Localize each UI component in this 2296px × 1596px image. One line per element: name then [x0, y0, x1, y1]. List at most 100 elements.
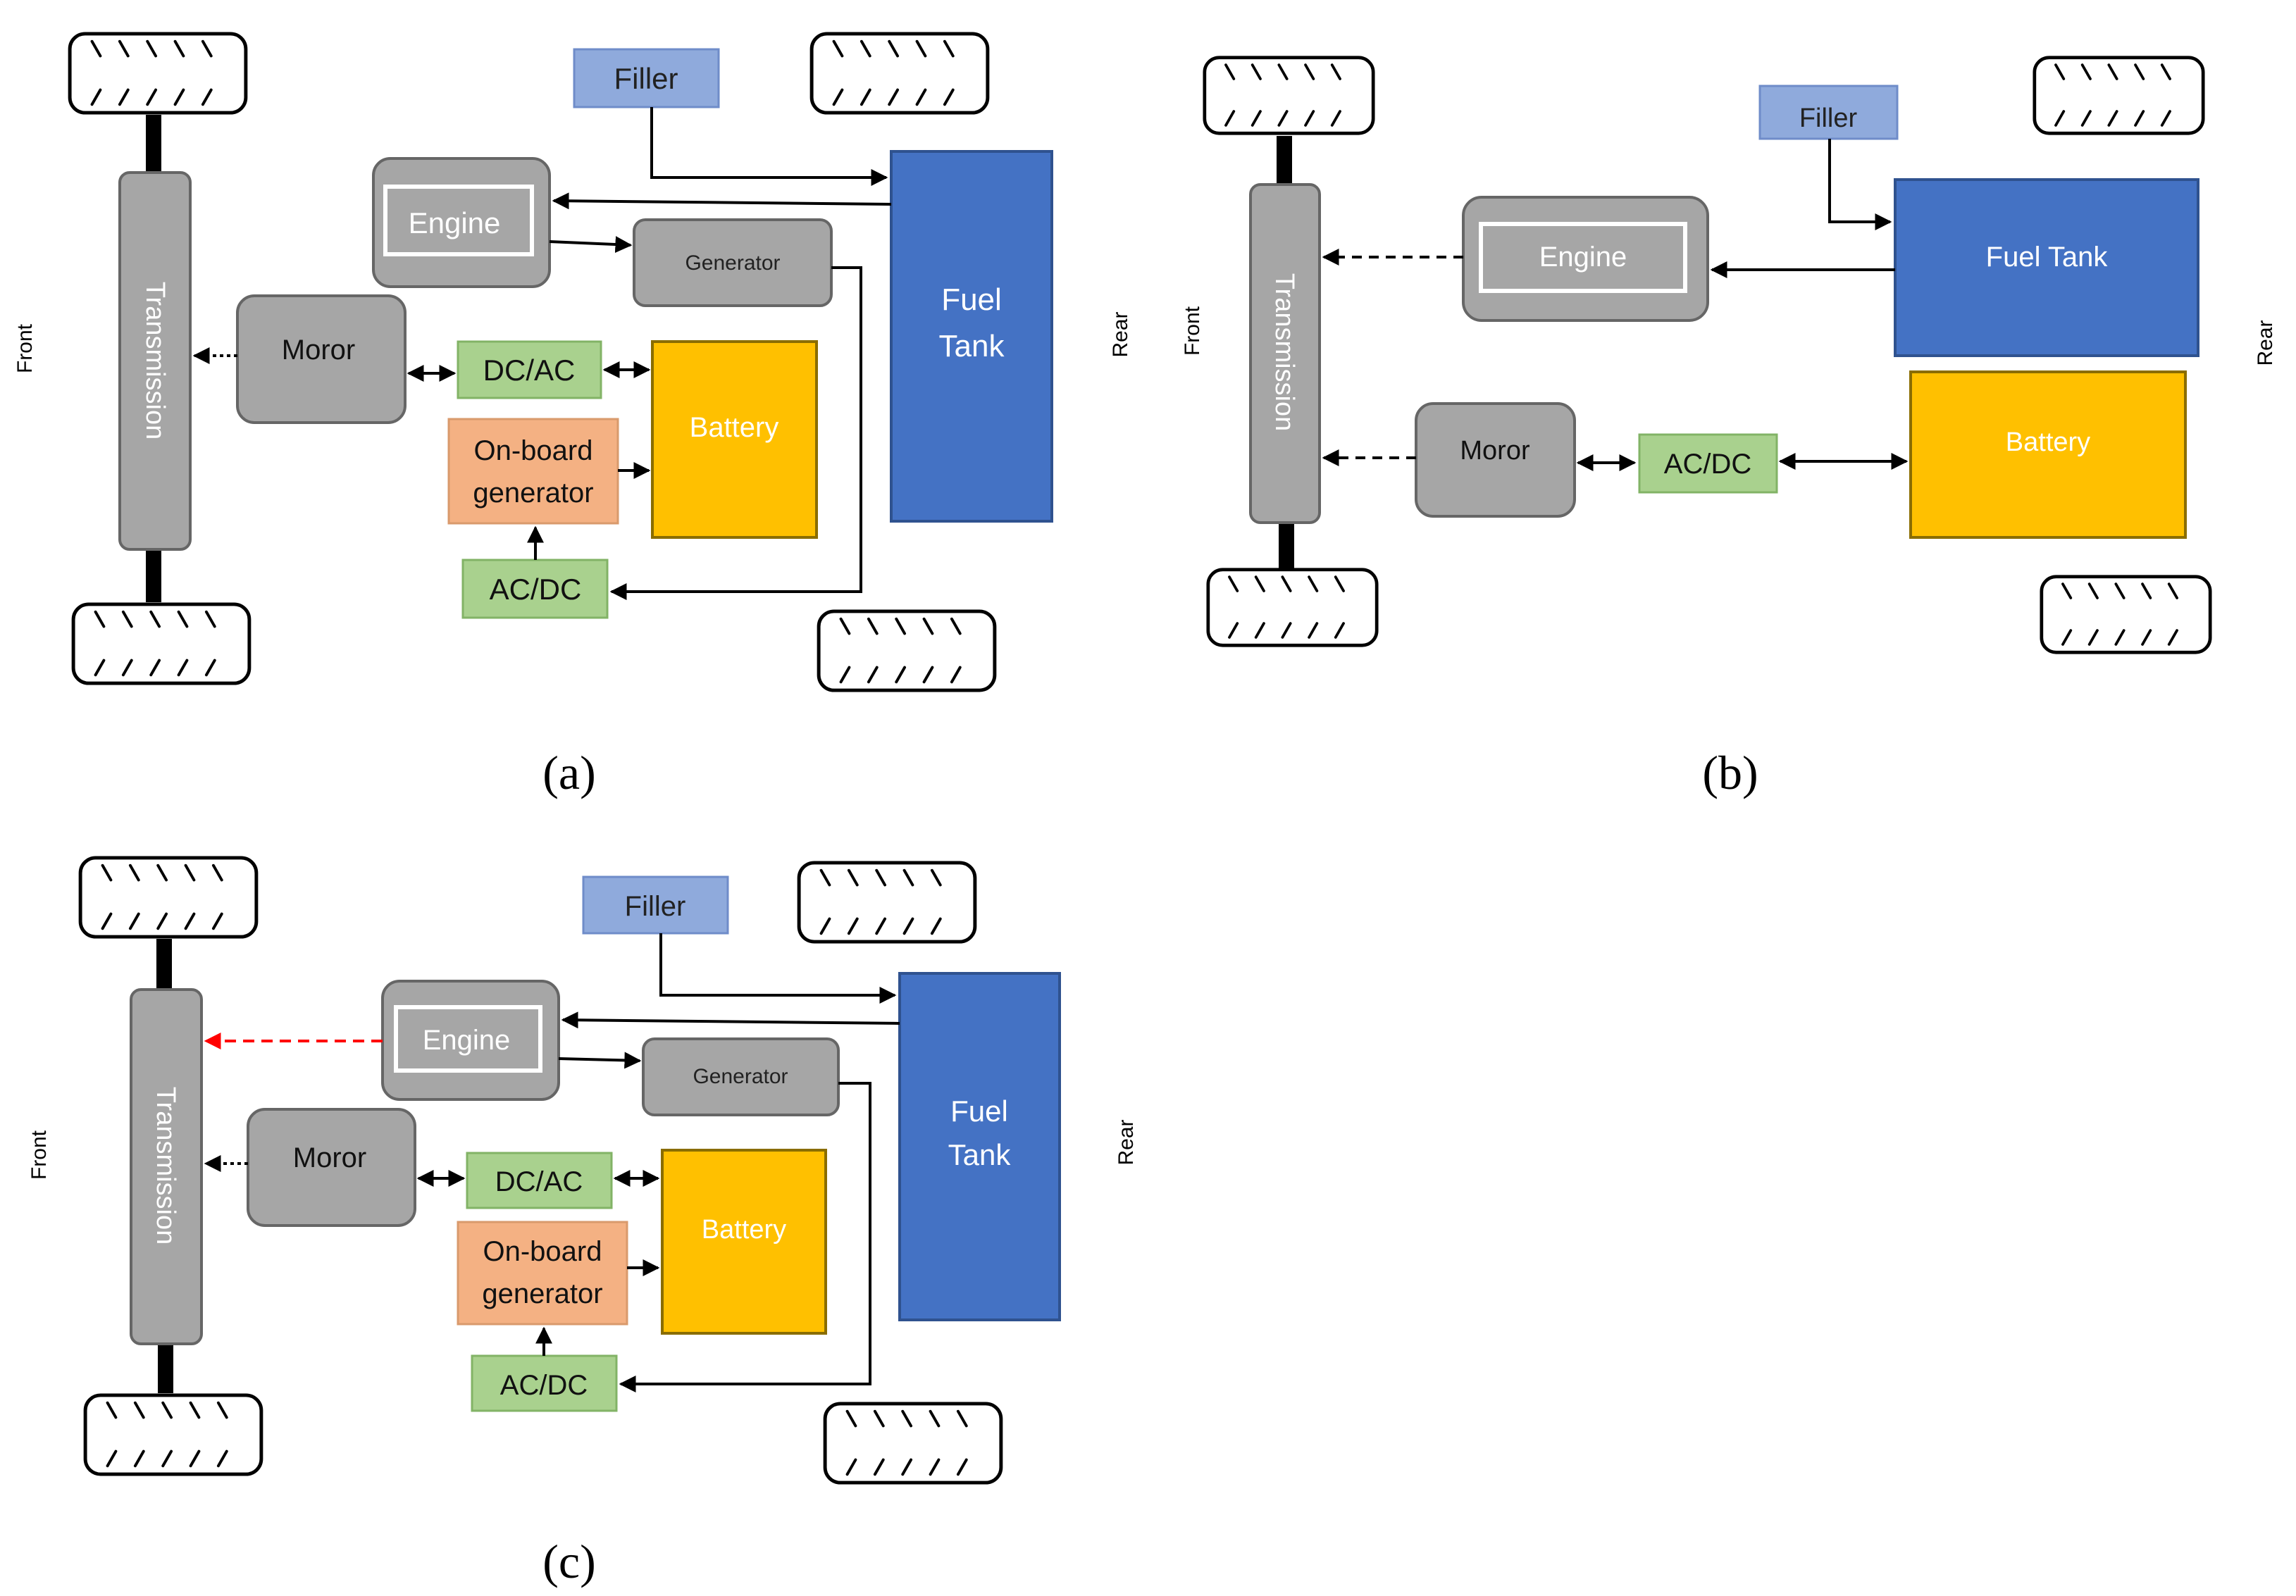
battery-box	[1909, 370, 2187, 539]
onboard-generator-box	[447, 418, 619, 525]
fuel-tank-label-line2: Tank	[948, 1138, 1012, 1171]
motor-box	[1415, 402, 1576, 518]
front-label: Front	[27, 1130, 51, 1180]
engine-inner-frame	[1479, 222, 1687, 293]
front-right-wheel-icon	[85, 1395, 261, 1474]
generator-box	[633, 218, 833, 307]
connectors-b	[1322, 139, 1909, 471]
engine-to-generator-arrow	[558, 1052, 642, 1069]
transmission-label: Transmission	[1270, 273, 1299, 432]
tank-to-engine-arrow	[552, 192, 892, 210]
acdc-label: AC/DC	[1664, 449, 1751, 480]
rear-left-wheel-icon	[799, 863, 975, 942]
engine-label: Engine	[409, 206, 501, 239]
battery-label: Battery	[2006, 428, 2090, 457]
connectors-a	[192, 107, 892, 600]
dcac-label: DC/AC	[483, 354, 576, 387]
transmission-label: Transmission	[140, 282, 170, 440]
engine-label: Engine	[423, 1025, 511, 1056]
front-label: Front	[13, 323, 37, 373]
onboard-generator-label-line2: generator	[473, 478, 593, 509]
motor-box	[247, 1108, 416, 1227]
front-left-wheel-icon	[70, 34, 246, 113]
filler-box	[582, 875, 729, 935]
onboard-generator-box	[457, 1221, 628, 1326]
motor-label: Moror	[293, 1142, 366, 1173]
panel-b: Transmission Front Rear Filler Fuel Tank…	[1181, 58, 2277, 652]
generator-label: Generator	[693, 1065, 788, 1088]
filler-to-tank-arrow	[659, 933, 897, 1004]
axle-shaft	[1279, 521, 1294, 569]
axle-shaft	[1277, 136, 1292, 185]
dcac-converter-box	[457, 340, 602, 399]
front-right-wheel-icon	[1208, 570, 1377, 645]
rear-left-wheel-icon	[812, 34, 988, 113]
transmission-box	[130, 988, 203, 1345]
acdc-label: AC/DC	[490, 573, 582, 606]
front-left-wheel-icon	[1205, 58, 1373, 133]
front-right-wheel-icon	[73, 604, 249, 683]
caption-b: (b)	[1702, 746, 1758, 799]
rear-left-wheel-icon	[2035, 58, 2203, 133]
acdc-converter-box	[471, 1354, 618, 1412]
fuel-tank-box	[898, 972, 1061, 1321]
fuel-tank-label-line2: Tank	[939, 329, 1005, 363]
filler-to-tank-arrow	[650, 107, 888, 186]
fuel-tank-box	[890, 150, 1053, 523]
transmission-label: Transmission	[151, 1087, 180, 1245]
panel-c: Transmission Front Rear Filler Fuel Tank…	[27, 858, 1138, 1483]
front-label: Front	[1181, 306, 1204, 356]
dcac-label: DC/AC	[495, 1166, 583, 1197]
axle-shaft	[158, 1342, 173, 1393]
motor-box	[236, 294, 407, 424]
engine-to-generator-arrow	[549, 236, 633, 254]
motor-label: Moror	[1460, 436, 1530, 466]
battery-label: Battery	[690, 412, 779, 443]
rear-right-wheel-icon	[819, 611, 995, 690]
transmission-box	[118, 171, 192, 551]
acdc-label: AC/DC	[500, 1370, 588, 1401]
rear-label: Rear	[1115, 1119, 1138, 1165]
caption-a: (a)	[542, 746, 595, 799]
fuel-tank-label-line1: Fuel	[950, 1095, 1008, 1128]
engine-inner-frame	[394, 1005, 542, 1073]
caption-c: (c)	[542, 1535, 595, 1588]
axle-shaft	[146, 115, 161, 174]
rear-label: Rear	[1109, 311, 1132, 357]
generator-label: Generator	[685, 251, 780, 275]
filler-box	[573, 48, 720, 108]
rear-right-wheel-icon	[825, 1404, 1001, 1483]
transmission-box	[1249, 183, 1321, 524]
axle-shaft	[146, 549, 161, 602]
fuel-tank-label-line1: Fuel	[941, 282, 1002, 317]
filler-box	[1758, 85, 1899, 140]
filler-label: Filler	[1799, 104, 1858, 133]
acdc-converter-box	[1638, 433, 1778, 494]
dcac-converter-box	[466, 1152, 613, 1209]
generator-to-acdc-arrow	[619, 1082, 871, 1392]
battery-label: Battery	[702, 1215, 786, 1245]
filler-to-tank-arrow	[1828, 139, 1892, 230]
generator-to-acdc-arrow	[609, 266, 862, 600]
panel-a: Transmission Front Rear Filler Fuel Tank…	[13, 34, 1132, 690]
axle-shaft	[156, 939, 172, 992]
rear-right-wheel-icon	[2042, 577, 2210, 652]
fuel-tank-box	[1894, 178, 2199, 357]
rear-label: Rear	[2254, 320, 2277, 366]
engine-label: Engine	[1539, 242, 1627, 273]
battery-box	[661, 1149, 827, 1335]
filler-label: Filler	[625, 891, 686, 922]
onboard-generator-label-line2: generator	[482, 1278, 602, 1309]
connectors-c	[204, 933, 900, 1392]
front-left-wheel-icon	[80, 858, 256, 937]
filler-label: Filler	[614, 62, 678, 95]
motor-label: Moror	[282, 335, 355, 366]
generator-box	[642, 1037, 840, 1116]
battery-box	[651, 340, 818, 539]
engine-inner-frame	[383, 185, 534, 256]
fuel-tank-label: Fuel Tank	[1986, 242, 2109, 273]
tank-to-engine-arrow	[561, 1011, 900, 1029]
onboard-generator-label-line1: On-board	[474, 435, 593, 466]
onboard-generator-label-line1: On-board	[483, 1236, 602, 1267]
